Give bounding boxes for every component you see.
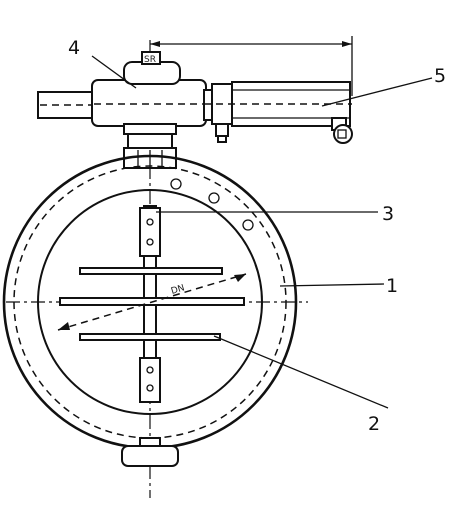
dn-diameter-line: DN [57,273,247,331]
callout-2: 2 [368,413,380,435]
electric-motor [203,81,353,144]
input-shaft [37,91,97,119]
valve-disc [59,205,245,403]
bottom-trunnion [121,437,179,467]
stem-neck [123,133,177,169]
dimension-line [150,36,353,96]
callout-1: 1 [386,275,398,297]
callout-3: 3 [382,203,394,225]
dn-marking: DN [170,283,186,297]
gearbox: SR [91,51,207,135]
bolt-holes [170,178,254,231]
svg-text:SR: SR [144,55,156,65]
callout-5: 5 [434,65,446,87]
leader-lines [91,55,433,409]
callout-4: 4 [68,37,80,59]
